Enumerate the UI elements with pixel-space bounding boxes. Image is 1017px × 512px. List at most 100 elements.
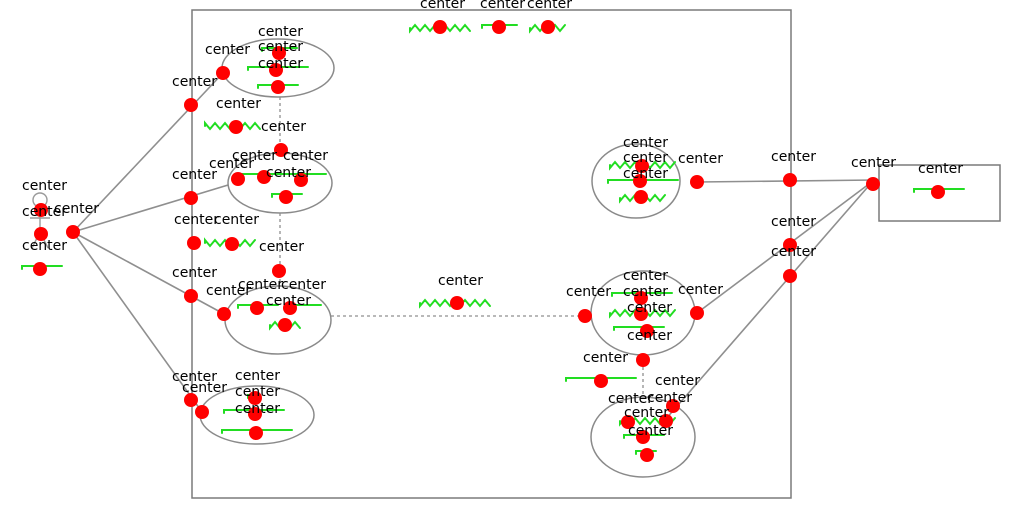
center-marker-10 <box>184 191 198 205</box>
actor-associations <box>72 72 239 413</box>
marker-label-45: center <box>627 328 672 344</box>
center-marker-7 <box>184 98 198 112</box>
center-marker-23 <box>217 307 231 321</box>
center-marker-19 <box>187 236 201 250</box>
marker-label-14: center <box>266 165 311 181</box>
marker-label-3: center <box>258 24 303 40</box>
center-marker-34 <box>634 190 648 204</box>
marker-label-13: center <box>209 156 254 172</box>
marker-label-42: center <box>623 284 668 300</box>
marker-label-4: center <box>205 42 250 58</box>
marker-label-18: center <box>22 238 67 254</box>
center-marker-13 <box>294 173 308 187</box>
marker-label-25: center <box>281 277 326 293</box>
center-marker-45 <box>783 269 797 283</box>
center-marker-11 <box>231 172 245 186</box>
marker-label-11: center <box>283 148 328 164</box>
center-marker-38 <box>450 296 464 310</box>
center-marker-21 <box>272 264 286 278</box>
marker-label-35: center <box>678 151 723 167</box>
center-marker-32 <box>635 159 649 173</box>
center-marker-27 <box>184 393 198 407</box>
marker-label-33: center <box>623 150 668 166</box>
center-marker-49 <box>621 415 635 429</box>
center-marker-5 <box>269 63 283 77</box>
marker-label-16: center <box>22 204 67 220</box>
marker-label-39: center <box>438 273 483 289</box>
center-marker-51 <box>636 430 650 444</box>
center-marker-18 <box>33 262 47 276</box>
center-marker-20 <box>225 237 239 251</box>
center-marker-12 <box>257 170 271 184</box>
marker-label-46: center <box>771 214 816 230</box>
center-marker-37 <box>866 177 880 191</box>
center-marker-39 <box>578 309 592 323</box>
marker-label-9: center <box>261 119 306 135</box>
marker-label-52: center <box>624 405 669 421</box>
center-marker-6 <box>271 80 285 94</box>
center-marker-29 <box>248 391 262 405</box>
center-marker-46 <box>636 353 650 367</box>
marker-label-37: center <box>851 155 896 171</box>
marker-label-38: center <box>918 161 963 177</box>
center-marker-25 <box>283 301 297 315</box>
center-marker-4 <box>272 46 286 60</box>
marker-label-10: center <box>232 148 277 164</box>
center-marker-15 <box>66 225 80 239</box>
marker-label-44: center <box>627 300 672 316</box>
marker-label-23: center <box>206 283 251 299</box>
center-marker-9 <box>274 143 288 157</box>
marker-label-30: center <box>235 384 280 400</box>
marker-label-41: center <box>566 284 611 300</box>
marker-label-29: center <box>182 380 227 396</box>
center-marker-40 <box>634 291 648 305</box>
marker-label-31: center <box>235 401 280 417</box>
system-boundary <box>191 9 792 499</box>
center-marker-33 <box>633 174 647 188</box>
center-marker-24 <box>250 301 264 315</box>
marker-label-12: center <box>172 167 217 183</box>
marker-label-48: center <box>583 350 628 366</box>
marker-label-50: center <box>647 390 692 406</box>
marker-layer <box>33 20 945 462</box>
center-marker-14 <box>279 190 293 204</box>
center-marker-53 <box>931 185 945 199</box>
marker-label-17: center <box>54 201 99 217</box>
marker-label-36: center <box>771 149 816 165</box>
center-marker-17 <box>34 227 48 241</box>
marker-label-32: center <box>623 135 668 151</box>
center-marker-0 <box>433 20 447 34</box>
marker-label-24: center <box>238 277 283 293</box>
marker-label-1: center <box>480 0 525 12</box>
scribble-22 <box>613 326 665 331</box>
marker-label-43: center <box>678 282 723 298</box>
center-marker-22 <box>184 289 198 303</box>
marker-label-40: center <box>623 268 668 284</box>
marker-label-53: center <box>628 423 673 439</box>
center-marker-28 <box>195 405 209 419</box>
marker-label-20: center <box>214 212 259 228</box>
marker-label-7: center <box>172 74 217 90</box>
external-box <box>878 164 1001 222</box>
center-marker-8 <box>229 120 243 134</box>
center-marker-26 <box>278 318 292 332</box>
center-marker-43 <box>690 306 704 320</box>
marker-label-49: center <box>655 373 700 389</box>
marker-label-22: center <box>172 265 217 281</box>
marker-label-0: center <box>420 0 465 12</box>
marker-label-6: center <box>258 56 303 72</box>
marker-label-51: center <box>608 391 653 407</box>
marker-label-19: center <box>174 212 219 228</box>
marker-label-27: center <box>172 369 217 385</box>
marker-label-15: center <box>22 178 67 194</box>
marker-label-8: center <box>216 96 261 112</box>
center-marker-50 <box>659 414 673 428</box>
center-marker-3 <box>216 66 230 80</box>
marker-label-26: center <box>266 293 311 309</box>
marker-label-28: center <box>235 368 280 384</box>
scribble-7 <box>235 173 327 178</box>
marker-label-34: center <box>623 166 668 182</box>
center-marker-42 <box>640 324 654 338</box>
